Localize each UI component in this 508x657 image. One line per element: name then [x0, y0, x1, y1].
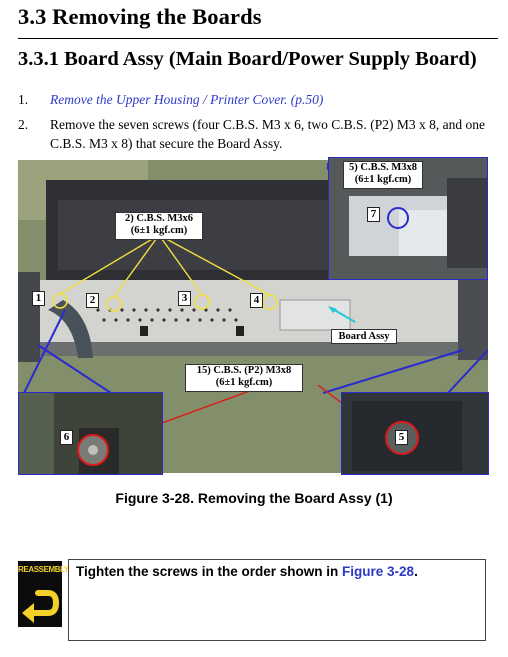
step-number: 2.	[18, 117, 29, 132]
reassembly-note-text: Tighten the screws in the order shown in…	[76, 564, 418, 579]
note-prefix: Tighten the screws in the order shown in	[76, 564, 343, 579]
callout-screw-m3x6: 2) C.B.S. M3x6 (6±1 kgf.cm)	[115, 212, 203, 240]
inset-screw-5	[341, 392, 489, 475]
board-assy-figure: 2) C.B.S. M3x6 (6±1 kgf.cm) 5) C.B.S. M3…	[17, 157, 489, 486]
callout-screw-p2-m3x8: 15) C.B.S. (P2) M3x8 (6±1 kgf.cm)	[185, 364, 303, 392]
inset-photo	[342, 393, 488, 474]
screw-number-5: 5	[395, 430, 408, 445]
step-text: Remove the seven screws (four C.B.S. M3 …	[50, 117, 485, 151]
figure-caption: Figure 3-28. Removing the Board Assy (1)	[115, 490, 393, 506]
step-number: 1.	[18, 92, 29, 107]
reassembly-label: REASSEMBLY	[18, 565, 69, 574]
callout-line: (6±1 kgf.cm)	[354, 174, 412, 185]
inset-photo	[19, 393, 162, 474]
subsection-heading: 3.3.1 Board Assy (Main Board/Power Suppl…	[18, 48, 477, 70]
callout-line: 5) C.B.S. M3x8	[349, 162, 417, 173]
note-suffix: .	[414, 564, 418, 579]
callout-line: (6±1 kgf.cm)	[130, 225, 188, 236]
callout-board-assy: Board Assy	[331, 329, 397, 344]
callout-line: 2) C.B.S. M3x6	[125, 213, 193, 224]
reassembly-note: Tighten the screws in the order shown in…	[68, 559, 486, 641]
screw-number-6: 6	[60, 430, 73, 445]
inset-photo	[329, 158, 487, 279]
reassembly-icon: REASSEMBLY	[18, 561, 69, 627]
screw-number-4: 4	[250, 293, 263, 308]
callout-line: 15) C.B.S. (P2) M3x8	[196, 365, 292, 376]
screw-number-7: 7	[367, 207, 380, 222]
inset-screw-6	[18, 392, 163, 475]
screw-number-3: 3	[178, 291, 191, 306]
figure-reference-link[interactable]: Figure 3-28	[342, 564, 415, 579]
callout-line: (6±1 kgf.cm)	[215, 377, 273, 388]
screw-number-2: 2	[86, 293, 99, 308]
return-arrow-icon	[22, 590, 60, 623]
callout-screw-m3x8: 5) C.B.S. M3x8 (6±1 kgf.cm)	[343, 161, 423, 189]
step-link-upper-housing[interactable]: Remove the Upper Housing / Printer Cover…	[50, 92, 324, 107]
screw-number-1: 1	[32, 291, 45, 306]
section-heading: 3.3 Removing the Boards	[18, 4, 262, 29]
heading-rule	[18, 38, 498, 39]
